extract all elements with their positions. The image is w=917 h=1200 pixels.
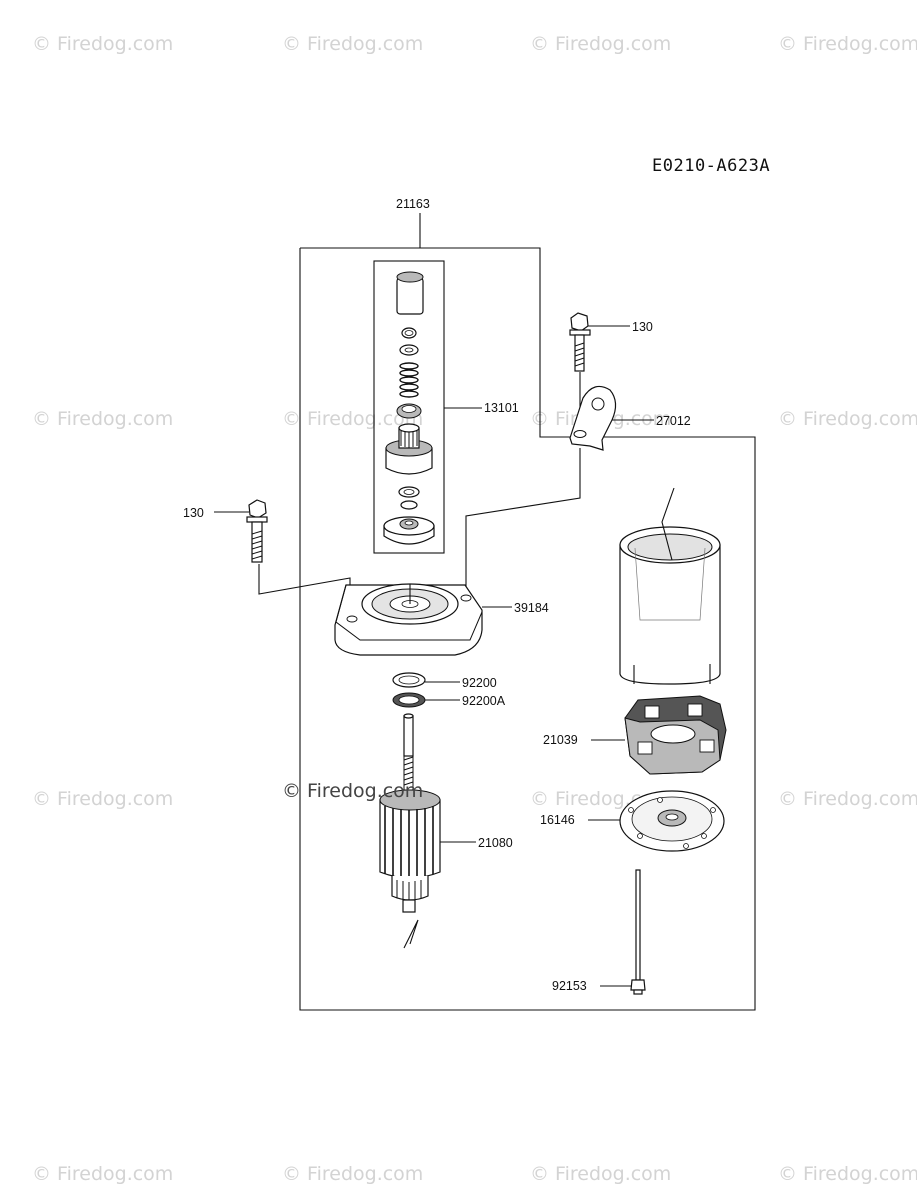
- watermark-text: © Firedog.com: [32, 1163, 173, 1185]
- drive-subassembly[interactable]: [373, 260, 445, 554]
- watermark-text: © Firedog.com: [778, 408, 917, 430]
- watermark-text: © Firedog.com: [32, 408, 173, 430]
- bracket-27012[interactable]: [569, 385, 617, 451]
- watermark-inline: © Firedog.com: [282, 780, 423, 802]
- callout-92200[interactable]: 92200: [462, 676, 497, 690]
- armature-21080[interactable]: [379, 713, 441, 913]
- watermark-text: © Firedog.com: [32, 788, 173, 810]
- callout-130-top[interactable]: 130: [632, 320, 653, 334]
- callout-21080[interactable]: 21080: [478, 836, 513, 850]
- callout-21039[interactable]: 21039: [543, 733, 578, 747]
- watermark-text: © Firedog.com: [530, 33, 671, 55]
- diagram-code: E0210-A623A: [652, 156, 770, 176]
- bolt-130-left[interactable]: [246, 499, 268, 563]
- washer-92200[interactable]: [392, 672, 426, 688]
- washer-92200A[interactable]: [392, 692, 426, 708]
- watermark-text: © Firedog.com: [778, 788, 917, 810]
- watermark-text: © Firedog.com: [32, 33, 173, 55]
- watermark-text: © Firedog.com: [282, 408, 423, 430]
- watermark-text: © Firedog.com: [778, 1163, 917, 1185]
- callout-16146[interactable]: 16146: [540, 813, 575, 827]
- watermark-text: © Firedog.com: [282, 1163, 423, 1185]
- callout-27012[interactable]: 27012: [656, 414, 691, 428]
- callout-13101[interactable]: 13101: [484, 401, 519, 415]
- callout-92200A[interactable]: 92200A: [462, 694, 506, 708]
- callout-21163[interactable]: 21163: [396, 197, 430, 211]
- assembly-frame: [299, 213, 756, 1011]
- callout-130-left[interactable]: 130: [183, 506, 204, 520]
- callout-39184[interactable]: 39184: [514, 601, 549, 615]
- brush-holder-21039[interactable]: [624, 695, 727, 775]
- watermark-text: © Firedog.com: [778, 33, 917, 55]
- through-bolt-92153[interactable]: [630, 869, 646, 995]
- watermark-text: © Firedog.com: [530, 1163, 671, 1185]
- watermark-text: © Firedog.com: [282, 33, 423, 55]
- bolt-130-top[interactable]: [569, 312, 591, 372]
- end-cover-16146[interactable]: [619, 790, 725, 852]
- yoke-housing[interactable]: [619, 526, 721, 685]
- watermark-grid: © Firedog.com © Firedog.com © Firedog.co…: [32, 33, 917, 1185]
- front-housing-39184[interactable]: [334, 583, 483, 656]
- callout-92153[interactable]: 92153: [552, 979, 587, 993]
